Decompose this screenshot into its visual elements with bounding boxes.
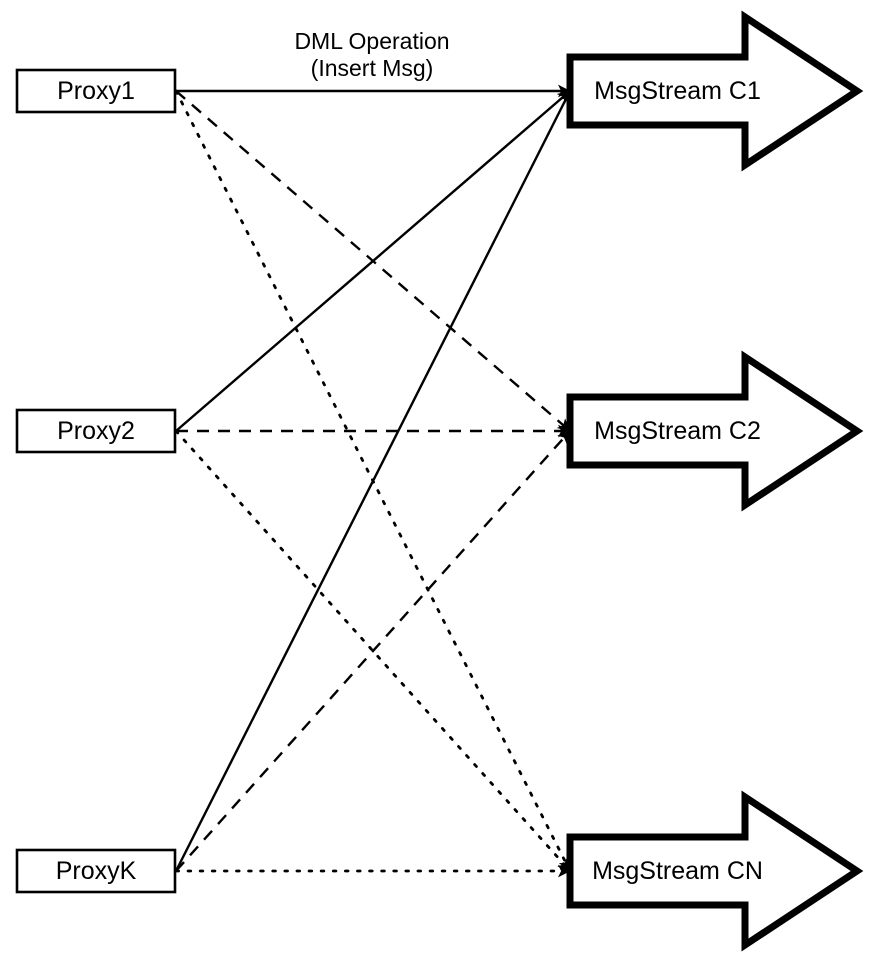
msgstream-arrow-c2[interactable] bbox=[566, 350, 864, 512]
edge-proxyK-to-c1 bbox=[174, 90, 572, 872]
proxy-box-proxy1[interactable] bbox=[15, 68, 177, 114]
proxy-box-proxy2[interactable] bbox=[15, 408, 177, 454]
msgstream-arrow-c1[interactable] bbox=[566, 10, 864, 172]
connector-edges bbox=[174, 84, 572, 878]
node-shapes bbox=[15, 10, 864, 952]
edge-proxy2-to-c1 bbox=[175, 90, 571, 432]
edge-proxyK-to-c2 bbox=[175, 430, 571, 872]
proxy-box-proxyK[interactable] bbox=[15, 848, 177, 894]
msgstream-arrow-cn[interactable] bbox=[566, 790, 864, 952]
edge-proxy2-to-cn bbox=[174, 429, 572, 873]
